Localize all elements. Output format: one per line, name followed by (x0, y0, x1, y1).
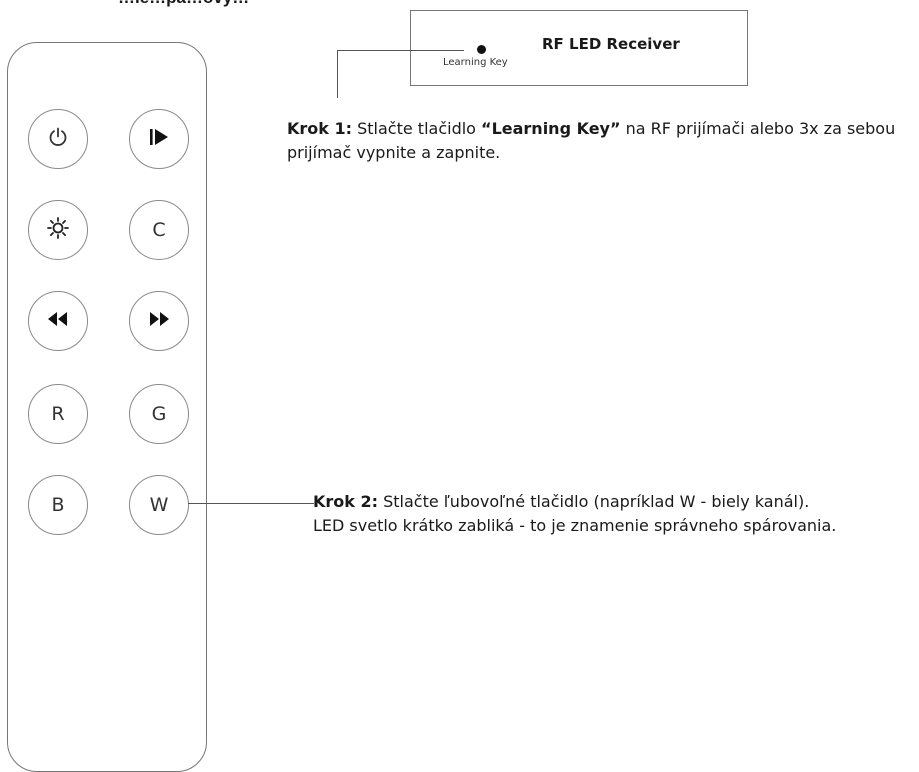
step-2-text-a: Stlačte ľubovoľné tlačidlo (napríklad W … (378, 492, 810, 511)
learning-key-label: Learning Key (443, 57, 508, 68)
play-pause-button[interactable] (129, 109, 189, 169)
fast-forward-icon (146, 309, 172, 334)
receiver-title: RF LED Receiver (542, 35, 680, 53)
r-button[interactable]: R (28, 384, 88, 444)
connector-line (337, 50, 464, 51)
step-1-label: Krok 1: (287, 119, 353, 138)
step-1-text-b: na RF prijímači alebo 3x za sebou prijím… (287, 119, 896, 162)
step-2-text: Krok 2: Stlačte ľubovoľné tlačidlo (napr… (313, 490, 919, 538)
step-1-text-a: Stlačte tlačidlo (352, 119, 482, 138)
fast-forward-button[interactable] (129, 291, 189, 351)
power-icon (47, 126, 69, 153)
connector-line (188, 503, 314, 504)
learning-key-button[interactable] (477, 45, 486, 54)
rewind-button[interactable] (28, 291, 88, 351)
connector-line (337, 50, 338, 98)
step-1-text: Krok 1: Stlačte tlačidlo “Learning Key” … (287, 117, 907, 165)
step-2-label: Krok 2: (313, 492, 379, 511)
brightness-icon (46, 216, 70, 245)
page-title: …ie…pá…ový… (118, 0, 249, 8)
learning-key-name: “Learning Key” (481, 119, 621, 138)
brightness-button[interactable] (28, 200, 88, 260)
g-button[interactable]: G (129, 384, 189, 444)
w-button[interactable]: W (129, 475, 189, 535)
remote-control: C R G B W (7, 42, 207, 772)
b-button[interactable]: B (28, 475, 88, 535)
rf-receiver: Learning Key RF LED Receiver (410, 10, 748, 86)
power-button[interactable] (28, 109, 88, 169)
play-pause-icon (147, 126, 171, 153)
step-2-text-b: LED svetlo krátko zabliká - to je znamen… (313, 516, 837, 535)
rewind-icon (45, 309, 71, 334)
c-button[interactable]: C (129, 200, 189, 260)
